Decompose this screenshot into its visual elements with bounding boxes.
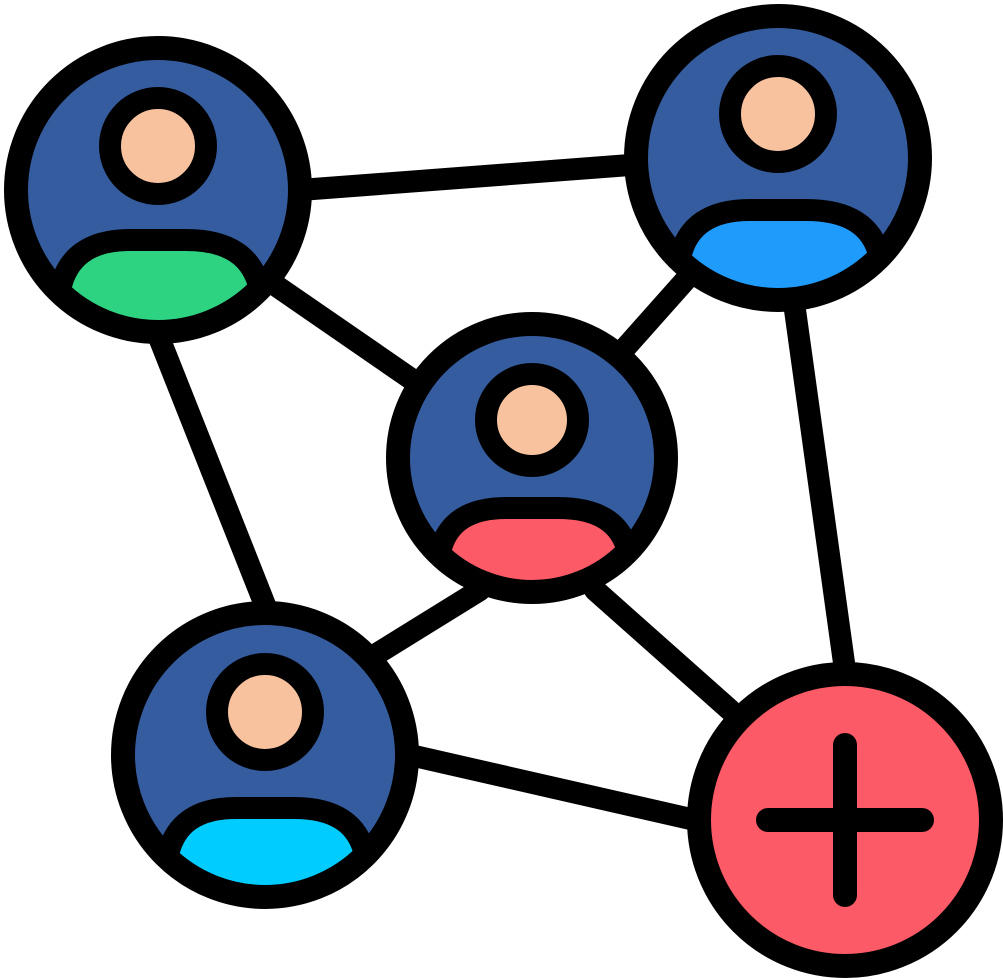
connector-line — [289, 154, 641, 201]
person-head-icon — [206, 653, 324, 771]
user-node-bottom-left — [111, 601, 419, 909]
connector-line — [784, 299, 856, 681]
user-node-center — [386, 312, 678, 604]
user-node-top-left — [4, 36, 312, 344]
user-node-top-right — [624, 4, 932, 312]
connector-line — [264, 274, 431, 396]
connector-line — [584, 579, 741, 721]
connector-line — [399, 744, 706, 831]
connector-line — [149, 329, 276, 616]
person-head-icon — [719, 55, 837, 173]
person-head-icon — [475, 363, 589, 477]
connection-lines — [149, 154, 856, 831]
connector-line — [364, 579, 491, 666]
person-head-icon — [99, 87, 217, 205]
add-node-button[interactable] — [687, 662, 1003, 978]
